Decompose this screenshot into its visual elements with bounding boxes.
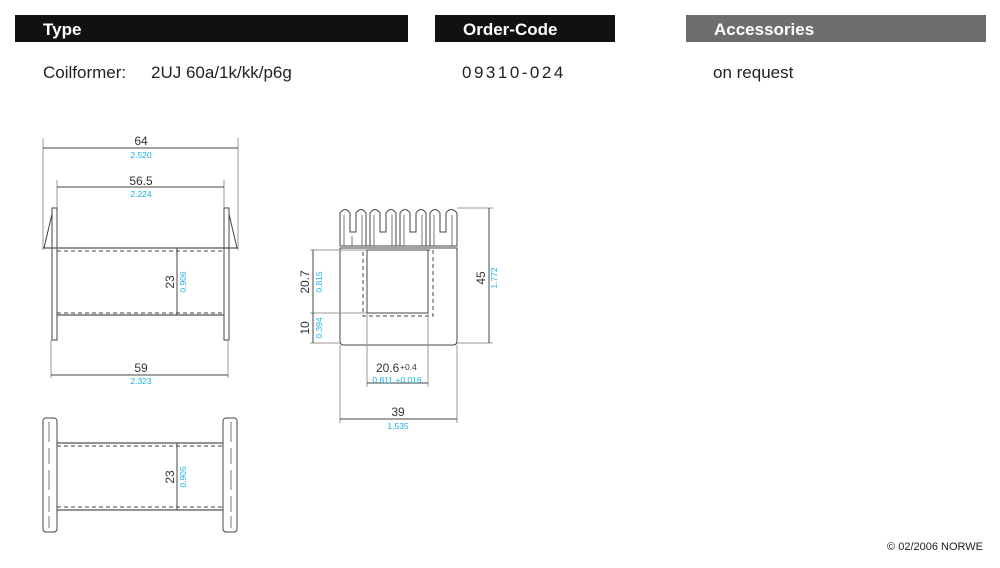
- front-view-drawing: 20.7 0.815 10 0.394 45 1.772 20.6 +0.4 0…: [298, 207, 499, 431]
- dim-core-mm: 23: [163, 275, 177, 289]
- dim-inner-mm: 56.5: [129, 174, 153, 188]
- dim-window-height-in: 0.815: [314, 271, 324, 293]
- accessories-value: on request: [713, 63, 794, 82]
- dim-window-width-in: 0.811 +0.016: [372, 375, 422, 385]
- order-code-header: Order-Code: [435, 15, 615, 42]
- dim-width-in: 1.535: [387, 421, 409, 431]
- dim-inner-in: 2.224: [130, 189, 152, 199]
- accessories-header: Accessories: [686, 15, 986, 42]
- dim-base-mm: 10: [298, 321, 312, 335]
- dim-window-width-mm: 20.6: [376, 361, 400, 375]
- type-prefix: Coilformer:: [43, 63, 127, 82]
- dim-width-mm: 39: [391, 405, 405, 419]
- dim-bottom-in: 2.323: [130, 376, 152, 386]
- copyright-footer: © 02/2006 NORWE: [887, 541, 983, 553]
- dim-height-in: 1.772: [489, 267, 499, 289]
- dim-bottom-mm: 59: [134, 361, 148, 375]
- type-value: 2UJ 60a/1k/kk/p6g: [151, 63, 292, 82]
- dim-height-mm: 45: [474, 271, 488, 285]
- side-view-drawing: 64 2.520 56.5 2.224 23 0.906 59 2.323: [42, 134, 239, 386]
- dim-top-core-mm: 23: [163, 470, 177, 484]
- order-code-value: 09310-024: [462, 63, 566, 82]
- dim-window-width-tol: +0.4: [400, 362, 417, 372]
- type-header: Type: [15, 15, 408, 42]
- top-view-drawing: 23 0.905: [42, 417, 238, 533]
- dim-top-core-in: 0.905: [178, 466, 188, 488]
- dim-window-height-mm: 20.7: [298, 270, 312, 294]
- dim-overall-in: 2.520: [130, 150, 152, 160]
- dim-base-in: 0.394: [314, 317, 324, 339]
- dim-core-in: 0.906: [178, 271, 188, 293]
- dim-overall-mm: 64: [134, 134, 148, 148]
